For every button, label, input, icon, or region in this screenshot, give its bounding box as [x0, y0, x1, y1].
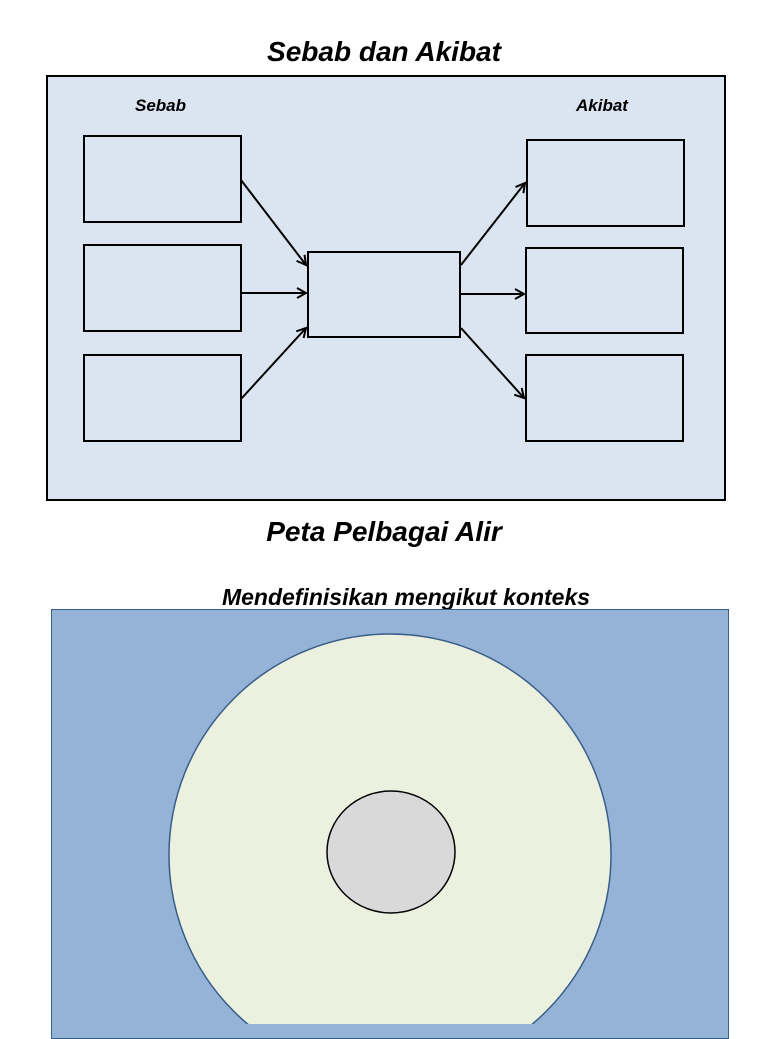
event-box — [307, 251, 461, 338]
circle-map-subtitle: Mendefinisikan mengikut konteks — [221, 584, 591, 610]
cause-box-2 — [83, 244, 242, 332]
effect-box-2 — [525, 247, 684, 334]
connector-arrows — [240, 179, 768, 400]
cause-box-1 — [83, 135, 242, 223]
effect-box-3 — [525, 354, 684, 442]
effect-heading: Akibat — [576, 96, 628, 115]
arrow-cause-3 — [240, 328, 306, 400]
arrow-cause-1 — [240, 179, 306, 265]
arrow-effect-3 — [460, 327, 524, 398]
arrow-effect-1 — [460, 183, 525, 266]
cause-heading: Sebab — [135, 96, 187, 115]
circle-map-title: Peta Pelbagai Alir — [266, 516, 502, 547]
effect-box-1 — [526, 139, 685, 227]
inner-topic-circle — [326, 790, 456, 914]
cause-effect-title: Sebab dan Akibat — [267, 36, 501, 67]
